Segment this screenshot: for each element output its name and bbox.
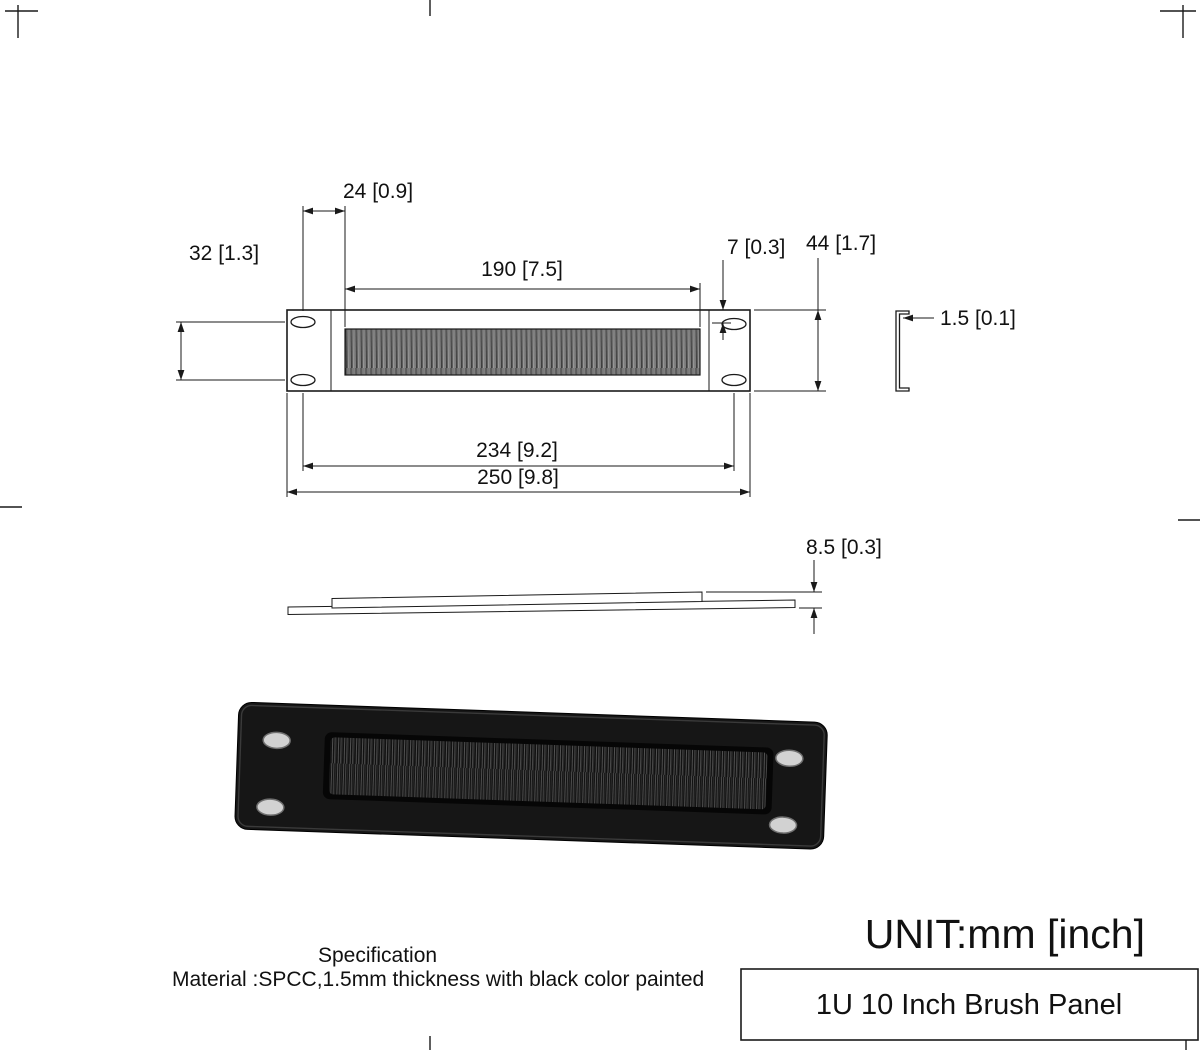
title-block-text: UNIT:mm [inch] 1U 10 Inch Brush Panel — [816, 911, 1145, 1021]
dim-44-label: 44 [1.7] — [806, 232, 876, 255]
dim-8-5-label: 8.5 [0.3] — [806, 536, 882, 559]
dim-1-5-label: 1.5 [0.1] — [940, 307, 1016, 330]
dimension-labels: 24 [0.9] 32 [1.3] 190 [7.5] 7 [0.3] 44 [… — [189, 180, 1016, 559]
material-note: Material :SPCC,1.5mm thickness with blac… — [172, 968, 704, 991]
unit-label: UNIT:mm [inch] — [865, 911, 1145, 957]
profile-view — [287, 591, 796, 616]
drawing-title: 1U 10 Inch Brush Panel — [816, 989, 1122, 1021]
photo-view — [234, 701, 828, 850]
dim-250-label: 250 [9.8] — [477, 466, 559, 489]
mount-hole — [290, 315, 316, 329]
notes: Specification Material :SPCC,1.5mm thick… — [172, 944, 704, 991]
dim-234-label: 234 [9.2] — [476, 439, 558, 462]
dim-32-label: 32 [1.3] — [189, 242, 259, 265]
photo-panel-bevel — [237, 704, 825, 847]
brush-opening — [344, 328, 701, 376]
dim-190-label: 190 [7.5] — [481, 258, 563, 281]
dim-24-label: 24 [0.9] — [343, 180, 413, 203]
side-view — [895, 310, 910, 392]
photo-mount-hole — [262, 731, 291, 750]
profile-brush-housing — [331, 591, 703, 609]
photo-mount-hole — [768, 816, 798, 834]
dim-7-label: 7 [0.3] — [727, 236, 785, 259]
mount-hole — [290, 373, 316, 387]
side-bracket-outline — [895, 310, 910, 392]
photo-mount-hole — [256, 798, 285, 816]
title-block — [740, 968, 1199, 1041]
mount-hole — [721, 373, 747, 387]
dimension-lines — [176, 206, 934, 634]
photo-mount-hole — [775, 749, 804, 768]
spec-heading: Specification — [318, 944, 437, 967]
mount-hole — [721, 317, 747, 331]
photo-brush-bristles — [328, 737, 768, 810]
front-view — [286, 309, 751, 392]
